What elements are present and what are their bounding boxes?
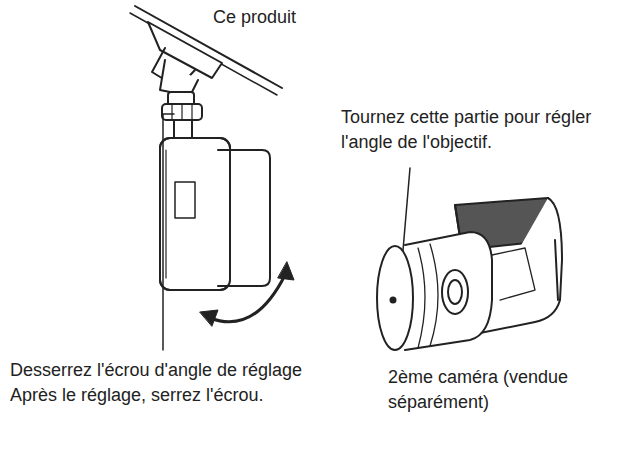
rear-camera	[377, 198, 562, 350]
angle-nut-note: Desserrez l'écrou d'angle de réglage Apr…	[10, 358, 310, 408]
lens-angle-note: Tournez cette partie pour régler l'angle…	[341, 105, 634, 155]
product-label: Ce produit	[213, 5, 353, 30]
second-camera-label: 2ème caméra (vendue séparément)	[388, 365, 628, 415]
mount-bracket	[148, 22, 222, 138]
dashcam-body	[160, 138, 270, 290]
rotation-arrow	[200, 262, 294, 326]
